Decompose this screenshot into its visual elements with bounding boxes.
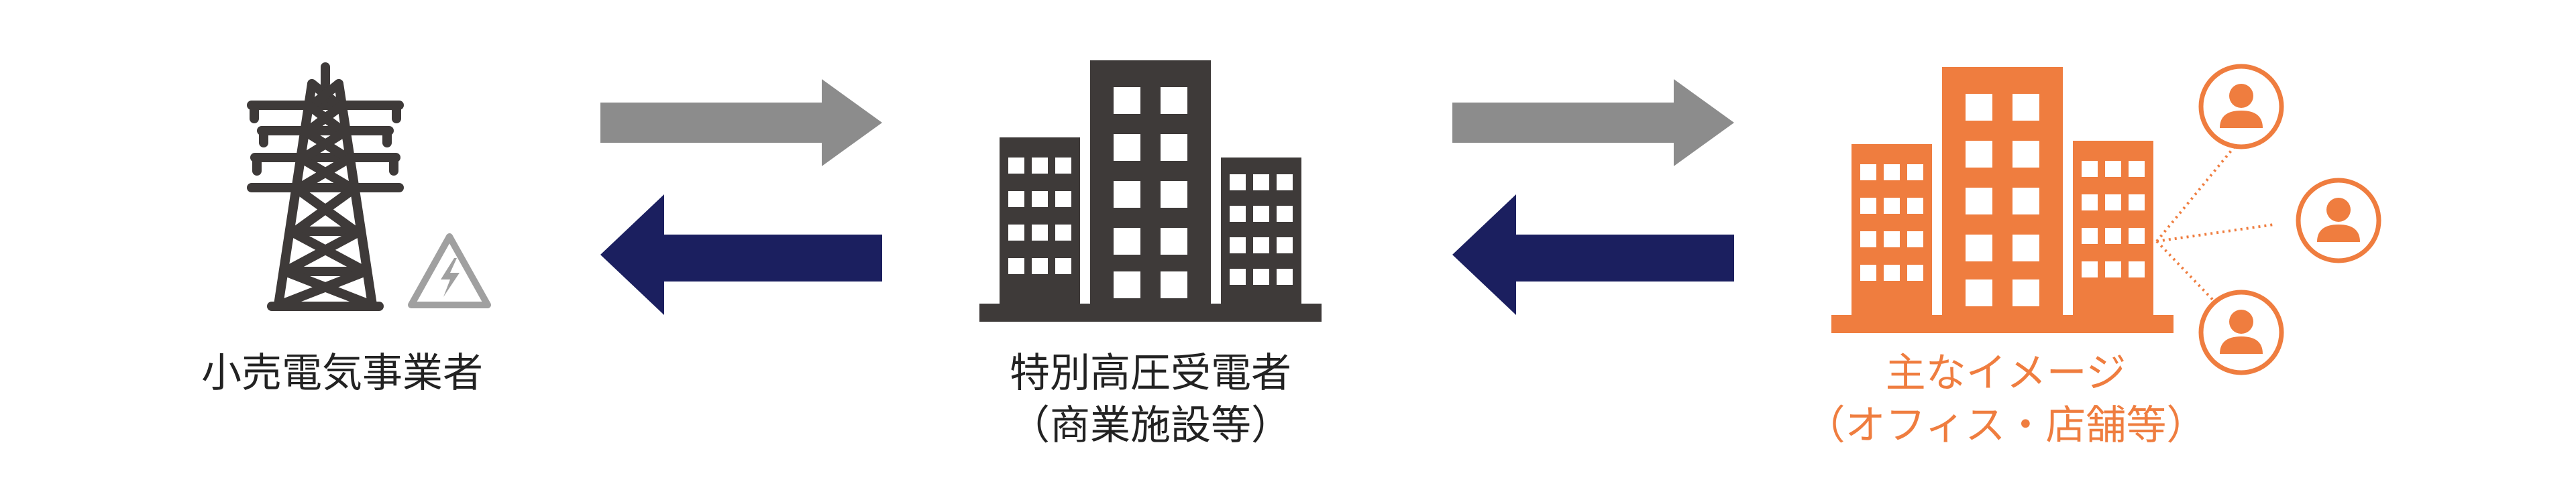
- person-icon: [2296, 178, 2381, 263]
- building-icon: [979, 60, 1322, 322]
- connector-lines: [2155, 146, 2275, 323]
- gray-arrow-right: [1452, 79, 1734, 166]
- person-icon: [2198, 290, 2284, 375]
- high-voltage-label-line1: 特別高圧受電者: [1010, 350, 1291, 397]
- navy-arrow-left: [1452, 194, 1734, 315]
- navy-arrow-left: [600, 194, 882, 315]
- high-voltage-warning-icon: [408, 233, 491, 308]
- retailer-label: 小売電気事業者: [201, 350, 483, 397]
- transmission-tower-icon: [247, 62, 404, 311]
- gray-arrow-right: [600, 79, 882, 166]
- person-icon: [2198, 64, 2284, 149]
- high-voltage-label-line2: （商業施設等）: [1010, 402, 1291, 449]
- building-icon: [1831, 67, 2174, 333]
- tenants-label-line1: 主なイメージ: [1885, 350, 2127, 397]
- tenants-label-line2: （オフィス・店舗等）: [1805, 402, 2207, 449]
